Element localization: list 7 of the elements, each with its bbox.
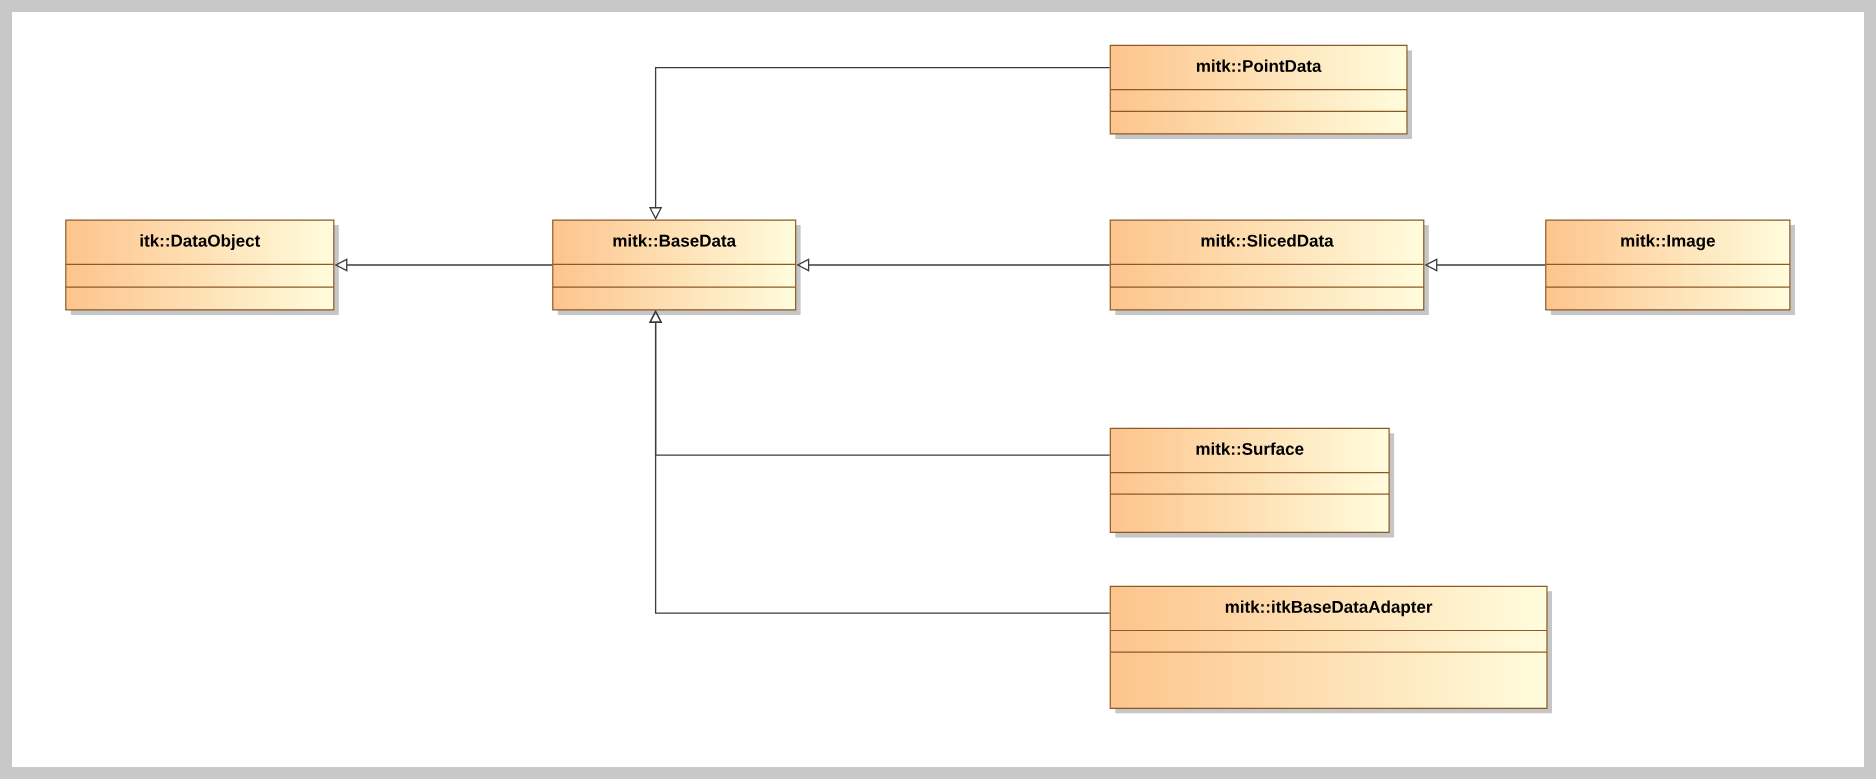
class-box: mitk::BaseData xyxy=(552,219,801,315)
class-box: mitk::SlicedData xyxy=(1109,219,1429,315)
class-box: mitk::Image xyxy=(1545,219,1795,315)
class-box: mitk::itkBaseDataAdapter xyxy=(1109,585,1552,714)
class-box: mitk::Surface xyxy=(1109,427,1395,538)
class-box: mitk::PointData xyxy=(1109,44,1412,139)
class-box: itk::DataObject xyxy=(65,219,339,315)
